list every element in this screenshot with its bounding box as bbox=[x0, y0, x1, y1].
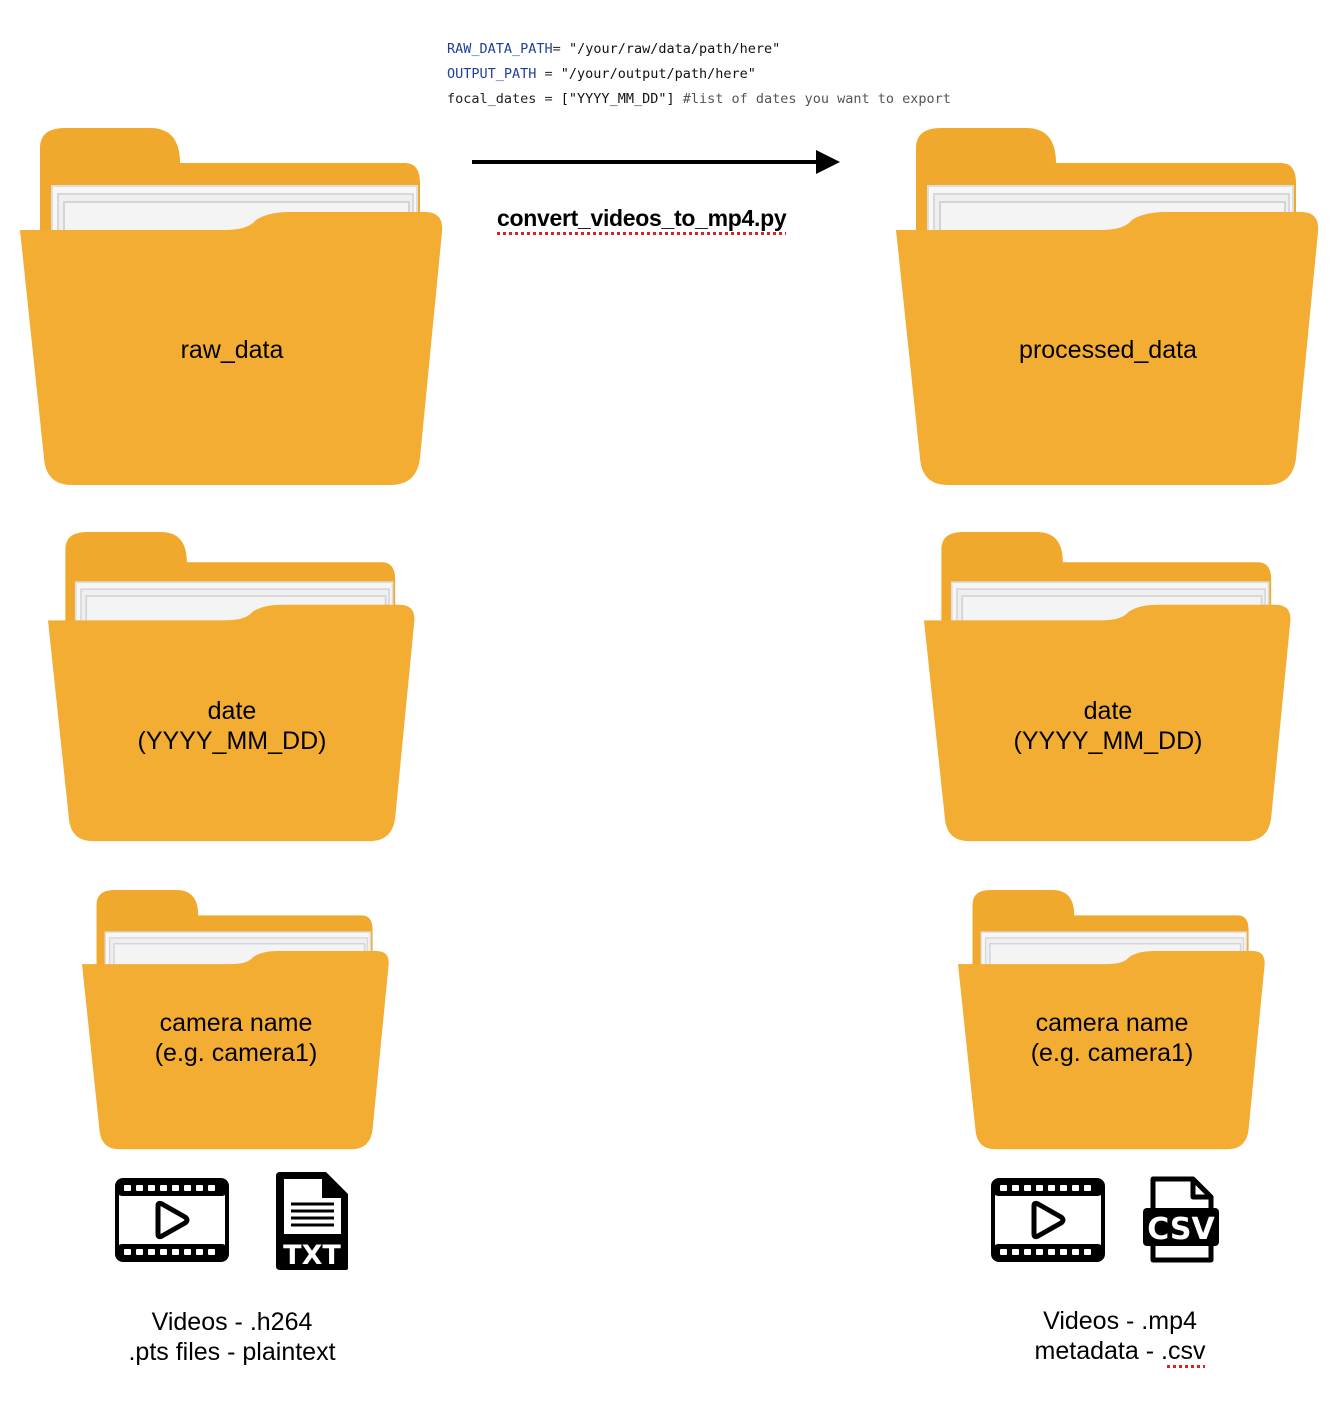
folder-camera-name[interactable]: camera name (e.g. camera1) bbox=[958, 890, 1266, 1150]
code-variable: focal_dates bbox=[447, 91, 537, 107]
code-operator: = bbox=[552, 41, 569, 57]
conversion-arrow-line bbox=[472, 160, 820, 164]
folder-label-line2: (e.g. camera1) bbox=[1030, 1039, 1194, 1067]
folder-processed-data[interactable]: processed_data bbox=[896, 128, 1320, 486]
video-icon bbox=[991, 1178, 1105, 1262]
folder-raw-data[interactable]: raw_data bbox=[20, 128, 444, 486]
folder-label: raw_data bbox=[180, 336, 284, 364]
folder-label-line1: camera name bbox=[1035, 1009, 1189, 1037]
folder-icon bbox=[924, 532, 1291, 842]
folder-label: processed_data bbox=[1019, 336, 1197, 364]
folder-icon bbox=[82, 890, 389, 1150]
folder-icon bbox=[48, 532, 415, 842]
code-operator: = bbox=[536, 91, 561, 107]
caption-processed-files-line1: Videos - .mp4 bbox=[1043, 1307, 1197, 1335]
caption-prefix: metadata - . bbox=[1034, 1337, 1168, 1365]
caption-raw-files-line1: Videos - .h264 bbox=[151, 1308, 313, 1336]
caption-processed-files-line2: metadata - .csv bbox=[970, 1336, 1270, 1366]
code-line-raw-data-path: RAW_DATA_PATH= "/your/raw/data/path/here… bbox=[447, 41, 781, 57]
caption-raw-files-line2: .pts files - plaintext bbox=[128, 1338, 336, 1366]
video-icon bbox=[115, 1178, 229, 1262]
code-string: ["YYYY_MM_DD"] bbox=[560, 91, 675, 107]
code-line-focal-dates: focal_dates = ["YYYY_MM_DD"] #list of da… bbox=[447, 91, 951, 107]
folder-date[interactable]: date (YYYY_MM_DD) bbox=[48, 532, 416, 842]
code-line-output-path: OUTPUT_PATH = "/your/output/path/here" bbox=[447, 66, 756, 82]
code-variable: RAW_DATA_PATH bbox=[447, 41, 553, 57]
folder-date[interactable]: date (YYYY_MM_DD) bbox=[924, 532, 1292, 842]
csv-icon-text: CSV bbox=[1147, 1212, 1215, 1247]
folder-label-line2: (YYYY_MM_DD) bbox=[137, 727, 327, 755]
script-name-label: convert_videos_to_mp4.py bbox=[497, 205, 787, 231]
folder-label-line1: date bbox=[207, 697, 257, 725]
code-comment: #list of dates you want to export bbox=[674, 91, 951, 107]
csv-file-icon: CSV bbox=[1143, 1176, 1219, 1263]
folder-icon bbox=[896, 128, 1319, 485]
folder-label-line2: (YYYY_MM_DD) bbox=[1013, 727, 1203, 755]
folder-label-line1: date bbox=[1083, 697, 1133, 725]
code-operator: = bbox=[536, 66, 561, 82]
code-string: "/your/output/path/here" bbox=[560, 66, 756, 82]
folder-label-line2: (e.g. camera1) bbox=[154, 1039, 318, 1067]
code-string: "/your/raw/data/path/here" bbox=[568, 41, 781, 57]
folder-icon bbox=[20, 128, 443, 485]
folder-camera-name[interactable]: camera name (e.g. camera1) bbox=[82, 890, 390, 1150]
code-variable: OUTPUT_PATH bbox=[447, 66, 537, 82]
txt-file-icon: TXT bbox=[276, 1172, 348, 1271]
folder-icon bbox=[958, 890, 1265, 1150]
folder-label-line1: camera name bbox=[159, 1009, 313, 1037]
conversion-arrow-head bbox=[816, 150, 840, 174]
caption-extension: csv bbox=[1167, 1337, 1206, 1365]
txt-icon-text: TXT bbox=[283, 1240, 341, 1271]
